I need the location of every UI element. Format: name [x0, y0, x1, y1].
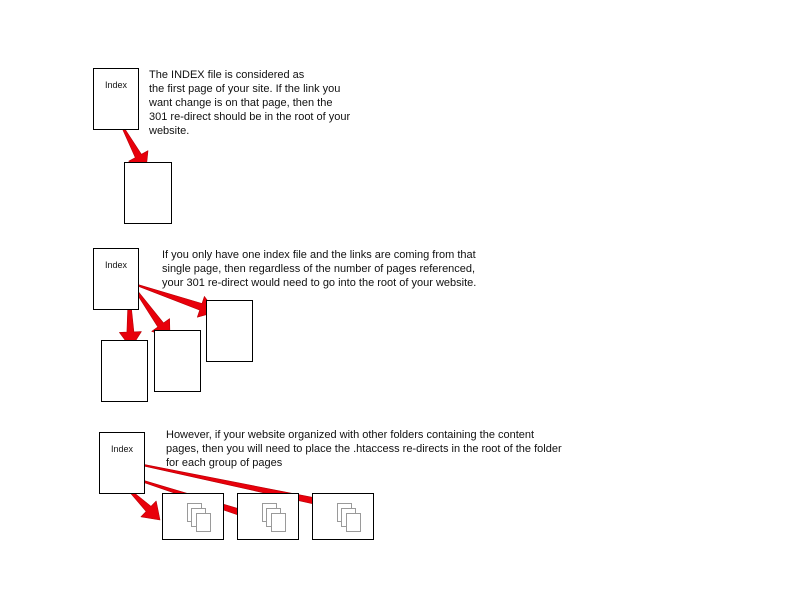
folder-2: [237, 493, 299, 540]
folder-1: [162, 493, 224, 540]
arrow-index-to-page: [121, 125, 149, 171]
target-page-2c: [206, 300, 253, 362]
index-page-2: Index: [93, 248, 139, 310]
index-label-1: Index: [104, 80, 128, 90]
caption-3: However, if your website organized with …: [166, 429, 562, 469]
index-label-3: Index: [110, 444, 134, 454]
index-page-3: Index: [99, 432, 145, 494]
target-page-1: [124, 162, 172, 224]
caption-2: If you only have one index file and the …: [162, 249, 477, 289]
caption-1: The INDEX file is considered as the firs…: [149, 69, 351, 137]
target-page-2a: [101, 340, 148, 402]
folder-3: [312, 493, 374, 540]
index-label-2: Index: [104, 260, 128, 270]
mini-page: [346, 513, 361, 532]
mini-page: [271, 513, 286, 532]
mini-page: [196, 513, 211, 532]
index-page-1: Index: [93, 68, 139, 130]
target-page-2b: [154, 330, 201, 392]
